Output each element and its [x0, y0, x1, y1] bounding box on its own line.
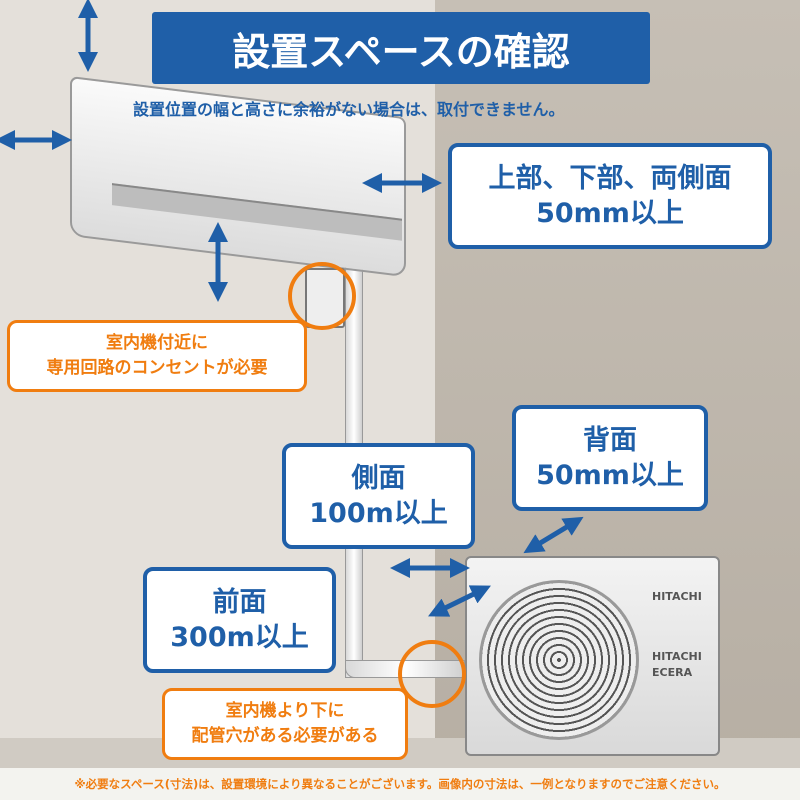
- side-clearance-box: 側面 100m以上: [282, 443, 475, 549]
- front-clearance-arrow: [428, 585, 491, 617]
- front-clearance-box: 前面 300m以上: [143, 567, 336, 673]
- clearance-value: 50mm以上: [536, 460, 684, 491]
- clearance-value: 100m以上: [309, 498, 448, 529]
- pipe-hole-highlight-circle: [398, 640, 466, 708]
- note-line: 配管穴がある必要がある: [191, 726, 379, 746]
- note-line: 専用回路のコンセントが必要: [46, 358, 268, 378]
- page-title: 設置スペースの確認: [152, 12, 650, 84]
- outlet-note-box: 室内機付近に 専用回路のコンセントが必要: [7, 320, 307, 392]
- clearance-label: 前面: [212, 586, 267, 618]
- back-clearance-arrow: [523, 516, 584, 554]
- back-clearance-box: 背面 50mm以上: [512, 405, 708, 511]
- brand-label: HITACHI: [652, 590, 702, 603]
- subtitle: 設置位置の幅と高さに余裕がない場合は、取付できません。: [133, 100, 565, 119]
- clearance-label: 背面: [583, 424, 637, 456]
- clearance-value: 300m以上: [170, 622, 309, 653]
- note-line: 室内機より下に: [225, 700, 345, 721]
- clearance-label: 側面: [351, 462, 406, 494]
- note-line: 室内機付近に: [106, 332, 208, 353]
- series-label: ECERA: [652, 666, 693, 679]
- outdoor-fan: [479, 580, 639, 740]
- top-bottom-side-clearance-box: 上部、下部、両側面 50mm以上: [448, 143, 772, 249]
- footer-disclaimer: ※必要なスペース(寸法)は、設置環境により異なることがございます。画像内の寸法は…: [0, 768, 800, 800]
- clearance-value: 50mm以上: [536, 198, 684, 229]
- brand-label-2: HITACHI: [652, 650, 702, 663]
- clearance-label: 上部、下部、両側面: [488, 162, 732, 194]
- outdoor-unit: HITACHI HITACHI ECERA: [465, 556, 720, 756]
- pipe-hole-note-box: 室内機より下に 配管穴がある必要がある: [162, 688, 408, 760]
- outlet-highlight-circle: [288, 262, 356, 330]
